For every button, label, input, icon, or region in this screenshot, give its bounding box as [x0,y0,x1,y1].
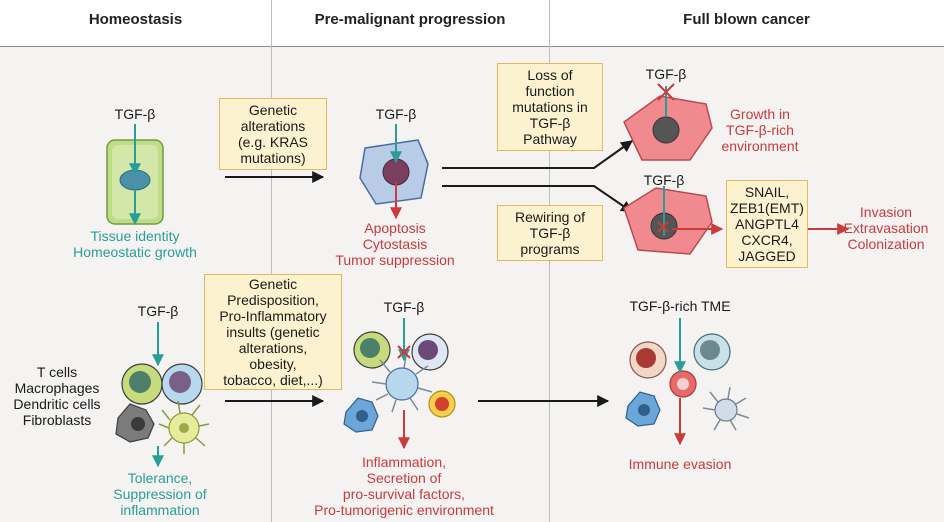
tgf-beta-label: TGF-β [645,66,687,82]
invasion-outcome: Invasion Extravasation Colonization [843,204,929,252]
progression-arrow-icon [442,140,633,169]
genetic-predisposition-box: Genetic Predisposition, Pro-Inflammatory… [204,274,342,390]
macrophage-icon [693,333,731,371]
immune-evasion-label: Immune evasion [628,456,732,472]
header-premalignant: Pre-malignant progression [271,0,549,46]
growth-outcome: Growth in TGF-β-rich environment [721,106,799,154]
column-divider-2 [549,0,550,522]
premalignant-cell-icon [359,139,429,205]
macrophage-icon [411,333,449,371]
t-cell-icon [121,363,163,405]
tgf-beta-label: TGF-β [643,172,685,188]
header-rule [0,46,944,47]
cancer-cell-icon [623,187,713,255]
progression-arrow-icon [442,185,633,213]
loss-of-function-box: Loss of function mutations in TGF-β Path… [497,63,603,151]
block-x-icon [397,345,411,359]
t-cell-icon [353,331,391,369]
fibroblast-icon [115,403,155,443]
header-homeostasis: Homeostasis [0,0,271,46]
header-cancer: Full blown cancer [549,0,944,46]
tumor-cell-icon [669,370,697,398]
fibroblast-icon [343,397,379,433]
tme-label: TGF-β-rich TME [629,298,731,314]
homeostasis-bottom-outcome: Tolerance, Suppression of inflammation [113,470,207,518]
premalignant-bottom-outcome: Inflammation, Secretion of pro-survival … [314,454,494,518]
cancer-cell-icon [623,95,713,161]
dendritic-cell-icon [371,355,433,413]
dendritic-cell-icon [702,386,750,431]
monocyte-icon [629,341,667,379]
macrophage-icon [161,363,203,405]
premalignant-top-outcome: Apoptosis Cytostasis Tumor suppression [335,220,455,268]
block-x-icon [657,83,675,101]
tgf-beta-label: TGF-β [114,106,156,122]
tgf-beta-label: TGF-β [137,303,179,319]
tgf-beta-label: TGF-β [383,299,425,315]
homeostasis-top-outcome: Tissue identity Homeostatic growth [73,228,197,260]
tgf-beta-label: TGF-β [375,106,417,122]
dendritic-cell-icon [158,400,210,454]
block-x-icon [657,221,669,233]
neutrophil-icon [428,390,456,418]
genetic-alterations-box: Genetic alterations (e.g. KRAS mutations… [219,98,327,170]
fibroblast-icon [625,391,661,427]
cell-type-list: T cells Macrophages Dendritic cells Fibr… [13,364,101,428]
column-divider-1 [271,0,272,522]
rewiring-box: Rewiring of TGF-β programs [497,205,603,261]
genes-box: SNAIL, ZEB1(EMT) ANGPTL4 CXCR4, JAGGED [726,180,808,268]
